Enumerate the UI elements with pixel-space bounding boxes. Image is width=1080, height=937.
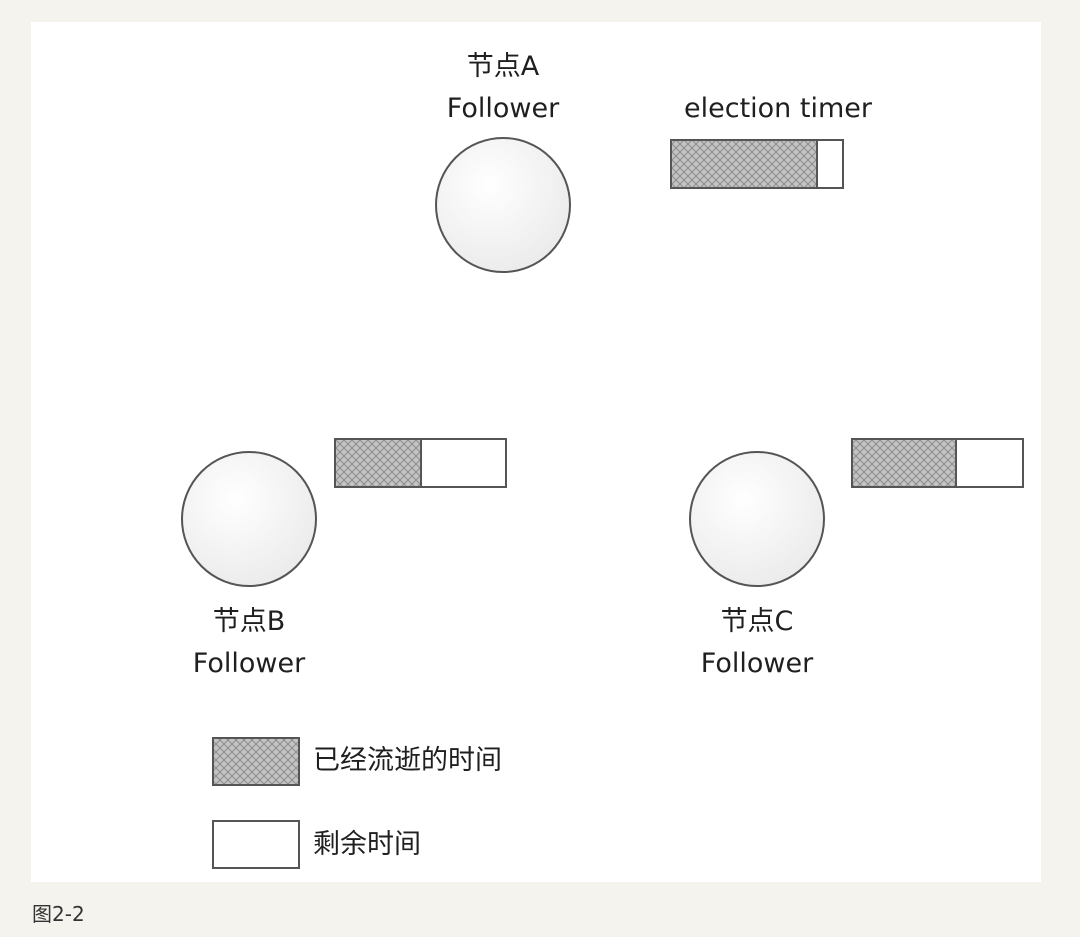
node-a-state: Follower — [446, 93, 560, 124]
figure-caption: 图2-2 — [32, 902, 85, 926]
timer-b-elapsed — [334, 438, 422, 488]
legend-elapsed-swatch — [212, 737, 300, 786]
timer-b-remaining — [420, 438, 507, 488]
timer-b — [334, 438, 507, 488]
timer-c — [851, 438, 1024, 488]
node-b-name: 节点B — [212, 606, 286, 637]
node-a-circle — [435, 137, 571, 273]
election-timer-label: election timer — [684, 93, 872, 124]
timer-a — [670, 139, 844, 189]
node-b-state: Follower — [192, 648, 306, 679]
node-a-name: 节点A — [466, 51, 540, 82]
legend-elapsed-label: 已经流逝的时间 — [313, 745, 502, 776]
timer-c-remaining — [955, 438, 1024, 488]
node-c-state: Follower — [700, 648, 814, 679]
timer-a-remaining — [816, 139, 844, 189]
node-c-name: 节点C — [720, 606, 794, 637]
timer-c-elapsed — [851, 438, 957, 488]
legend-remaining-swatch — [212, 820, 300, 869]
node-c-circle — [689, 451, 825, 587]
node-b-circle — [181, 451, 317, 587]
timer-a-elapsed — [670, 139, 818, 189]
legend-remaining-label: 剩余时间 — [313, 829, 421, 860]
